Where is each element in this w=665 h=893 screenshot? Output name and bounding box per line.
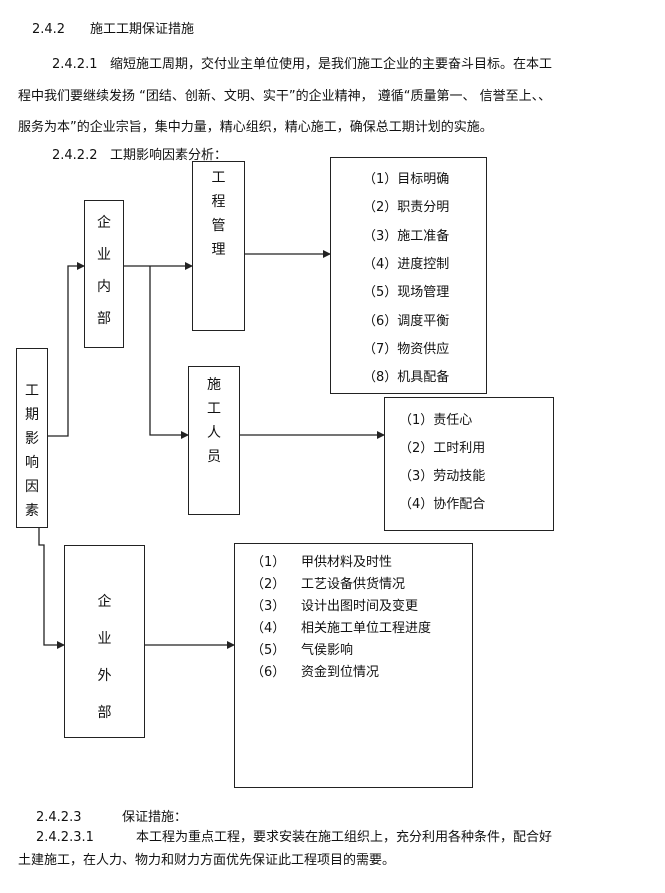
- internal-label: 企业 内部: [97, 215, 111, 327]
- list-item: 相关施工单位工程进度: [301, 621, 432, 636]
- internal-box: 企业 内部: [84, 200, 124, 348]
- connector-internal-staff: [149, 266, 189, 439]
- list-item: （5）现场管理: [363, 285, 450, 300]
- para-number: 2.4.2.3.1: [36, 830, 94, 845]
- staff-label: 施工 人员: [207, 377, 221, 465]
- external-box: 企业 外部: [64, 545, 145, 738]
- staff-box: 施工 人员: [188, 366, 240, 515]
- list-item: （7）物资供应: [363, 342, 450, 357]
- para-number: 2.4.2.3: [36, 810, 82, 825]
- para-line: 服务为本”的企业宗旨，集中力量，精心组织，精心施工，确保总工期计划的实施。: [18, 120, 493, 135]
- para-line: 程中我们要继续发扬 “团结、创新、文明、实干”的企业精神， 遵循“质量第一、 信…: [18, 89, 552, 104]
- list-item: （6）调度平衡: [363, 314, 450, 329]
- mgmt-label: 工程 管理: [211, 170, 226, 258]
- external-label: 企业 外部: [97, 594, 112, 721]
- list-item: （3）劳动技能: [399, 469, 486, 484]
- para-heading: 工期影响因素分析：: [110, 148, 228, 163]
- list-item: 甲供材料及时性: [301, 555, 393, 570]
- list-item-number: （1）: [251, 555, 286, 570]
- root-factors-box: 工期影 响因素: [16, 348, 48, 528]
- para-heading: 保证措施：: [122, 810, 188, 825]
- list-item: 气侯影响: [301, 643, 354, 658]
- para-line: 缩短施工周期，交付业主单位使用，是我们施工企业的主要奋斗目标。在本工: [110, 57, 553, 72]
- list-item-number: （3）: [251, 599, 286, 614]
- list-item-number: （6）: [251, 665, 286, 680]
- list-item: （1）责任心: [399, 413, 473, 428]
- list-item: 工艺设备供货情况: [301, 577, 406, 592]
- external-items-box: （1） 甲供材料及时性 （2） 工艺设备供货情况 （3） 设计出图时间及变更 （…: [234, 543, 473, 788]
- list-item: （4）协作配合: [399, 497, 486, 512]
- para-number: 2.4.2.2: [52, 148, 98, 163]
- list-item: （2）工时利用: [399, 441, 486, 456]
- mgmt-items-box: （1）目标明确 （2）职责分明 （3）施工准备 （4）进度控制 （5）现场管理 …: [330, 157, 487, 394]
- list-item: 设计出图时间及变更: [301, 599, 419, 614]
- section-heading: 施工工期保证措施: [90, 22, 195, 37]
- list-item-number: （2）: [251, 577, 286, 592]
- list-item: （2）职责分明: [363, 200, 450, 215]
- para-line: 本工程为重点工程，要求安装在施工组织上，充分利用各种条件，配合好: [136, 830, 553, 845]
- root-label: 工期影 响因素: [25, 383, 39, 519]
- staff-items-box: （1）责任心 （2）工时利用 （3）劳动技能 （4）协作配合: [384, 397, 554, 531]
- para-number: 2.4.2.1: [52, 57, 98, 72]
- list-item: （1）目标明确: [363, 172, 450, 187]
- mgmt-box: 工程 管理: [192, 161, 245, 331]
- list-item: （8）机具配备: [363, 370, 450, 385]
- section-number: 2.4.2: [32, 22, 66, 37]
- para-line: 土建施工，在人力、物力和财力方面优先保证此工程项目的需要。: [18, 853, 396, 868]
- list-item: （4）进度控制: [363, 257, 450, 272]
- connector-root-internal: [48, 262, 85, 437]
- connector-root-external: [38, 528, 65, 649]
- list-item: （3）施工准备: [363, 229, 450, 244]
- list-item-number: （5）: [251, 643, 286, 658]
- list-item: 资金到位情况: [301, 665, 380, 680]
- list-item-number: （4）: [251, 621, 286, 636]
